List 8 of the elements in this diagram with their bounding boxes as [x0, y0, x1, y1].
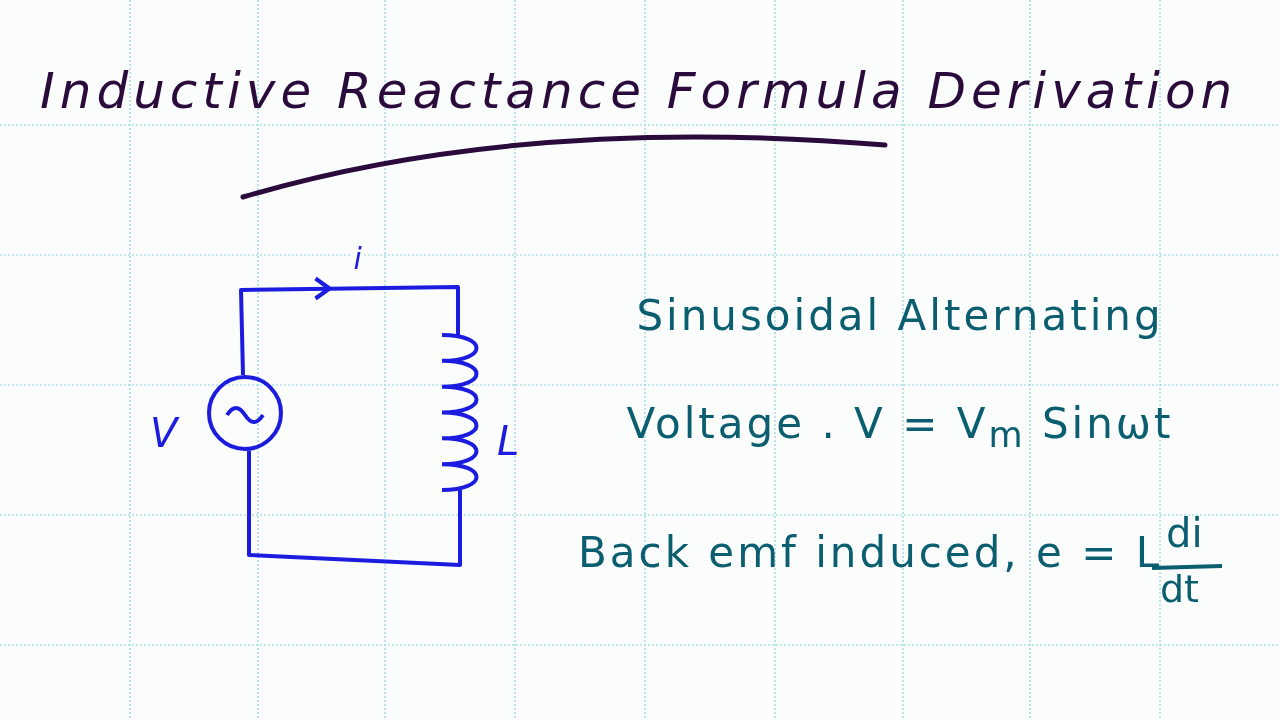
- fraction-denominator: dt: [1160, 567, 1200, 611]
- component-label: V: [150, 410, 178, 456]
- fraction-numerator: di: [1166, 510, 1203, 556]
- component-label: L: [497, 418, 520, 464]
- title: Inductive Reactance Formula Derivation: [40, 62, 1238, 120]
- wire: [247, 451, 462, 567]
- formula-text: Sinusoidal Alternating Voltage . V = V$_{m}$ Sinωt: [625, 290, 1175, 458]
- formula-text: Back emf induced, e = L: [578, 528, 1163, 577]
